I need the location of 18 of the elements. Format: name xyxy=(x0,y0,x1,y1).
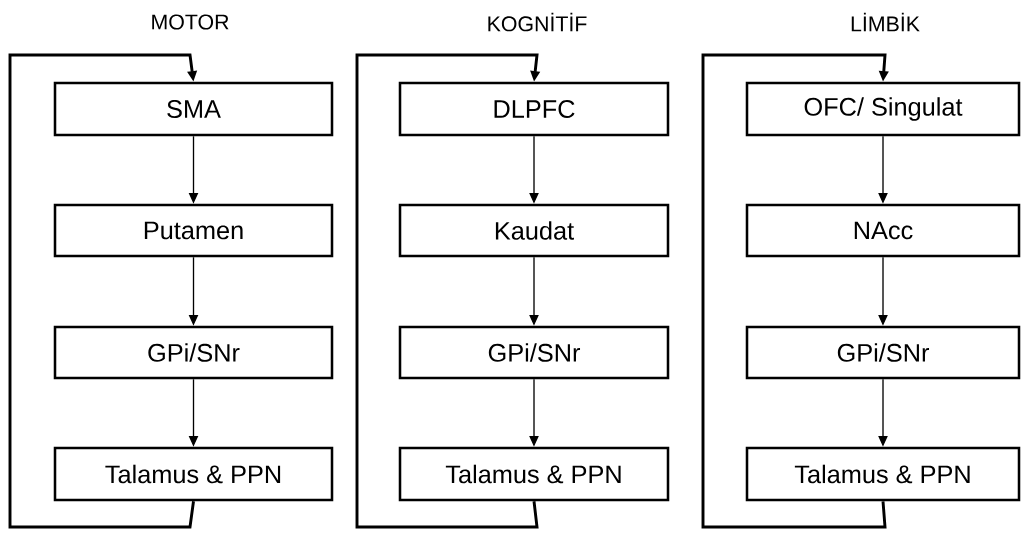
process-box: Talamus & PPN xyxy=(745,446,1021,502)
arrow xyxy=(355,53,541,529)
process-box: DLPFC xyxy=(398,81,670,137)
process-box: GPi/SNr xyxy=(398,325,670,380)
column-heading: MOTOR xyxy=(152,14,229,30)
process-box: Talamus & PPN xyxy=(398,446,670,502)
column-heading: KOGNİTİF xyxy=(488,12,587,32)
process-box: OFC/ Singulat xyxy=(745,81,1021,137)
process-box: NAcc xyxy=(745,203,1021,258)
process-box: Kaudat xyxy=(398,203,670,258)
process-box: GPi/SNr xyxy=(745,325,1021,380)
process-box: Putamen xyxy=(53,203,334,258)
arrow xyxy=(8,53,198,529)
arrow xyxy=(701,53,889,529)
process-box: GPi/SNr xyxy=(53,325,334,380)
process-box: SMA xyxy=(53,81,334,137)
column-heading: LİMBİK xyxy=(851,12,920,32)
process-box: Talamus & PPN xyxy=(53,446,334,502)
